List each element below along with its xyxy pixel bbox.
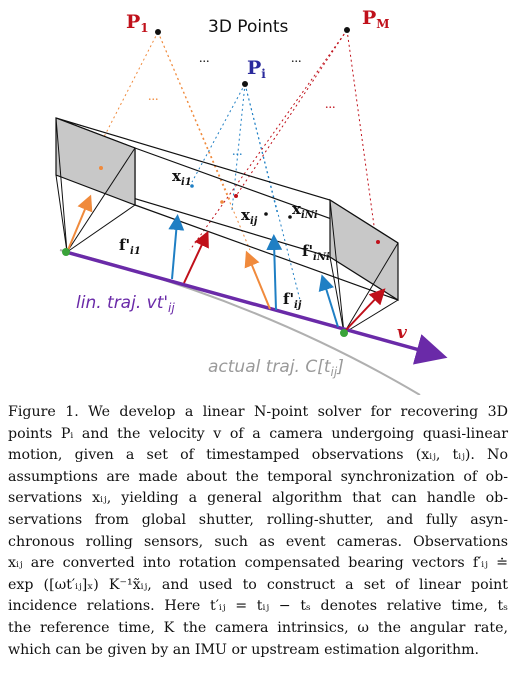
label-actual-traj: actual traj. C[tij]	[208, 357, 344, 379]
left-camera-frame	[55, 117, 136, 253]
linear-trajectory-line	[65, 250, 448, 365]
dots-e: ...	[325, 97, 336, 112]
caption-line: chronous rolling sensors, such as event …	[8, 533, 508, 550]
caption-line: which can be given by an IMU or upstream…	[8, 641, 480, 658]
label-3d-points: 3D Points	[208, 17, 289, 37]
right-camera-frame	[329, 198, 399, 334]
label-lin-traj: lin. traj. vt'ij	[76, 293, 175, 315]
projection-rays	[87, 29, 377, 301]
camera-center-end	[340, 329, 348, 337]
label-x-i1: xi1	[172, 167, 192, 188]
caption-line: incidence relations. Here t′ᵢⱼ = tᵢⱼ − t…	[8, 598, 508, 615]
caption-line: exp ([ωt′ᵢⱼ]ₓ) K⁻¹x̃ᵢⱼ, and used to cons…	[8, 576, 508, 593]
caption-line: Figure 1. We develop a linear N-point so…	[8, 404, 508, 420]
point-pm-marker	[344, 27, 350, 33]
label-p1: P1	[126, 11, 149, 35]
label-x-iNi: xiNi	[292, 200, 318, 221]
caption-line: the reference time, K the camera intrins…	[8, 619, 508, 636]
caption-line: xᵢⱼ are converted into rotation compensa…	[8, 555, 508, 572]
caption-line: points Pᵢ and the velocity v of a camera…	[8, 425, 508, 442]
camera-center-start	[62, 248, 70, 256]
figure-caption: Figure 1. We develop a linear N-point so…	[8, 402, 508, 661]
label-v: v	[397, 323, 408, 343]
figure-diagram: P1 PM Pi 3D Points ... ... ... ... ... x…	[55, 7, 448, 395]
label-pm: PM	[362, 7, 390, 31]
dots-d: ...	[232, 144, 243, 159]
dots-b: ...	[291, 51, 302, 66]
camera-trajectory-diagram: P1 PM Pi 3D Points ... ... ... ... ... x…	[55, 7, 448, 395]
label-f-ij: f'ij	[283, 290, 302, 311]
caption-line: motion, given a set of timestamped obser…	[8, 447, 508, 464]
caption-line: servations xᵢⱼ, yielding a general algor…	[8, 490, 508, 507]
caption-line: servations from global shutter, rolling-…	[8, 511, 508, 528]
caption-line: assumptions are made about the temporal …	[8, 468, 508, 485]
dots-c: ...	[148, 89, 159, 104]
label-f-i1: f'i1	[119, 236, 141, 257]
label-pi: Pi	[247, 57, 266, 81]
point-pi-marker	[242, 81, 248, 87]
label-x-ij: xij	[241, 206, 258, 227]
point-p1-marker	[155, 29, 161, 35]
bearing-vectors	[67, 194, 386, 332]
label-f-iNi: f'iNi	[302, 242, 330, 263]
dots-a: ...	[199, 51, 210, 66]
